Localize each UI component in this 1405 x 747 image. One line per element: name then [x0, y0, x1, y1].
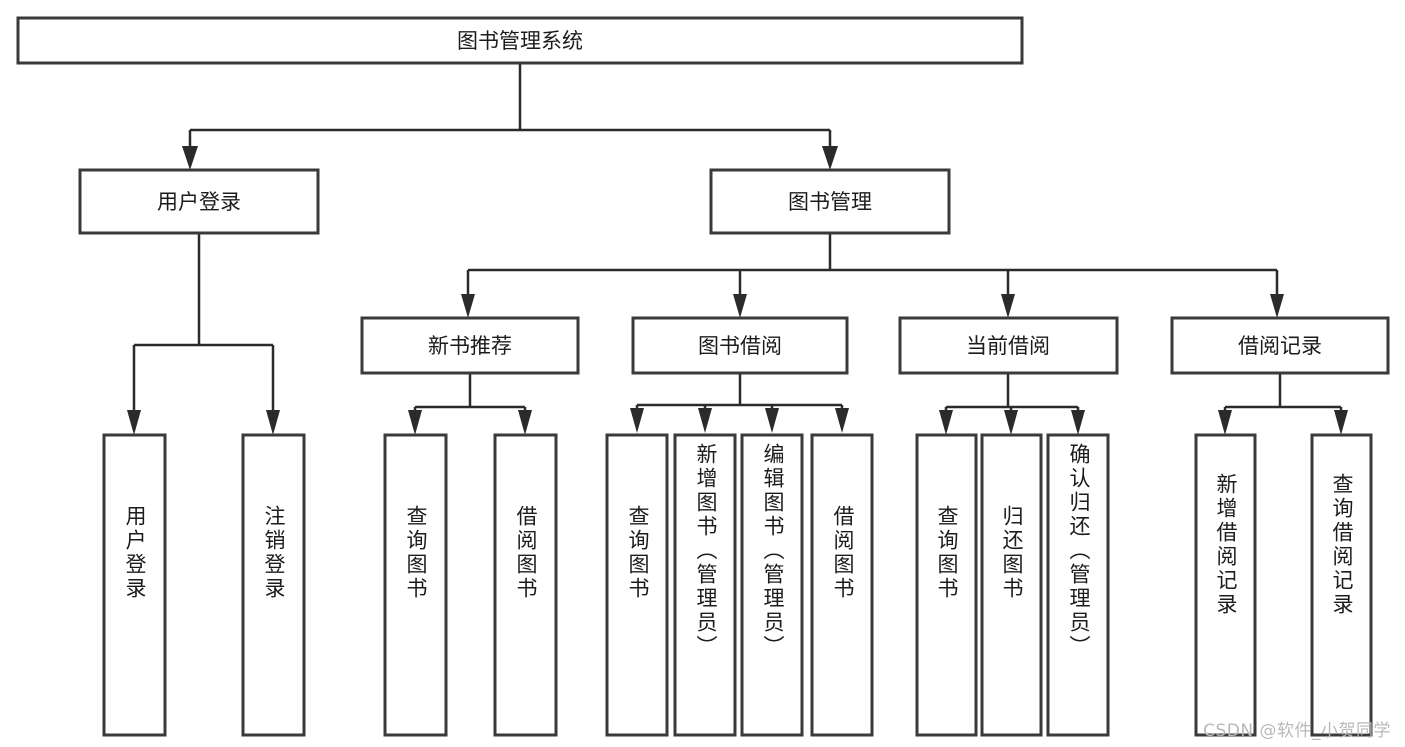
leaf-box[interactable]	[605, 433, 669, 737]
leaf-label: 用户登录	[123, 505, 147, 601]
leaf-box[interactable]	[493, 433, 558, 737]
leaf-box[interactable]	[1310, 433, 1373, 737]
leaf-box[interactable]	[915, 433, 978, 737]
leaf-node[interactable]: 查询图书	[383, 433, 448, 737]
leaf-node[interactable]: 查询图书	[605, 433, 669, 737]
arrow-head-icon	[1071, 410, 1085, 435]
arrow-head-icon	[182, 146, 198, 170]
leaf-node[interactable]: 归还图书	[980, 433, 1043, 737]
arrow-head-icon	[835, 408, 849, 433]
leaf-label: 注销登录	[262, 505, 286, 601]
arrow-head-icon	[1270, 294, 1284, 318]
arrow-head-icon	[1218, 410, 1232, 435]
leaf-label: 新增图书（管理员）	[694, 443, 718, 659]
node-book-borrow-label: 图书借阅	[698, 334, 782, 358]
leaf-box[interactable]	[980, 433, 1043, 737]
node-new-book-recommend-label: 新书推荐	[428, 334, 512, 358]
node-current-borrow-box[interactable]	[898, 316, 1119, 375]
arrow-head-icon	[408, 410, 422, 435]
node-book-borrow-box[interactable]	[631, 316, 849, 375]
arrow-head-icon	[1001, 294, 1015, 318]
node-book-borrow[interactable]: 图书借阅	[631, 316, 849, 375]
leaf-node[interactable]: 查询借阅记录	[1310, 433, 1373, 737]
leaf-box[interactable]	[1194, 433, 1257, 737]
arrow-head-icon	[461, 294, 475, 318]
leaf-label: 借阅图书	[831, 505, 855, 601]
arrow-head-icon	[822, 146, 838, 170]
leaf-box[interactable]	[241, 433, 306, 737]
node-book-management[interactable]: 图书管理	[709, 168, 951, 235]
leaf-node[interactable]: 查询图书	[915, 433, 978, 737]
leaf-label: 新增借阅记录	[1214, 473, 1238, 617]
leaf-box[interactable]	[102, 433, 167, 737]
leaf-node[interactable]: 确认归还（管理员）	[1046, 433, 1110, 737]
leaf-label: 归还图书	[1000, 505, 1024, 601]
arrow-head-icon	[518, 410, 532, 435]
node-root-box[interactable]	[16, 16, 1024, 65]
arrow-head-icon	[1004, 410, 1018, 435]
node-current-borrow-label: 当前借阅	[966, 334, 1050, 358]
leaf-label: 查询图书	[626, 505, 650, 601]
arrow-head-icon	[630, 408, 644, 433]
node-user-login[interactable]: 用户登录	[78, 168, 320, 235]
leaf-box[interactable]	[383, 433, 448, 737]
node-new-book-recommend-box[interactable]	[360, 316, 580, 375]
arrow-head-icon	[698, 408, 712, 433]
leaf-label: 查询图书	[404, 505, 428, 601]
leaf-label: 查询图书	[935, 505, 959, 601]
leaf-node[interactable]: 编辑图书（管理员）	[740, 433, 804, 737]
node-current-borrow[interactable]: 当前借阅	[898, 316, 1119, 375]
arrow-head-icon	[1334, 410, 1348, 435]
node-root[interactable]: 图书管理系统	[16, 16, 1024, 65]
arrow-head-icon	[733, 294, 747, 318]
leaf-node[interactable]: 新增借阅记录	[1194, 433, 1257, 737]
node-root-label: 图书管理系统	[457, 29, 583, 53]
node-book-management-label: 图书管理	[788, 190, 872, 214]
leaf-label: 借阅图书	[514, 505, 538, 601]
leaf-node[interactable]: 借阅图书	[493, 433, 558, 737]
node-borrow-records-box[interactable]	[1170, 316, 1390, 375]
node-book-management-box[interactable]	[709, 168, 951, 235]
leaf-label: 查询借阅记录	[1330, 473, 1354, 617]
leaf-box[interactable]	[1046, 433, 1110, 737]
leaf-box[interactable]	[740, 433, 804, 737]
arrow-head-icon	[127, 410, 141, 435]
leaf-node[interactable]: 新增图书（管理员）	[673, 433, 737, 737]
node-borrow-records-label: 借阅记录	[1238, 334, 1322, 358]
node-user-login-box[interactable]	[78, 168, 320, 235]
leaf-label: 编辑图书（管理员）	[761, 443, 785, 659]
leaf-box[interactable]	[673, 433, 737, 737]
leaf-node[interactable]: 用户登录	[102, 433, 167, 737]
node-new-book-recommend[interactable]: 新书推荐	[360, 316, 580, 375]
leaf-node[interactable]: 借阅图书	[810, 433, 874, 737]
node-user-login-label: 用户登录	[157, 190, 241, 214]
leaf-node[interactable]: 注销登录	[241, 433, 306, 737]
leaf-label: 确认归还（管理员）	[1067, 443, 1091, 659]
arrow-head-icon	[266, 410, 280, 435]
arrow-head-icon	[765, 408, 779, 433]
leaf-box[interactable]	[810, 433, 874, 737]
connector-group	[127, 63, 1348, 435]
node-borrow-records[interactable]: 借阅记录	[1170, 316, 1390, 375]
arrow-head-icon	[939, 410, 953, 435]
